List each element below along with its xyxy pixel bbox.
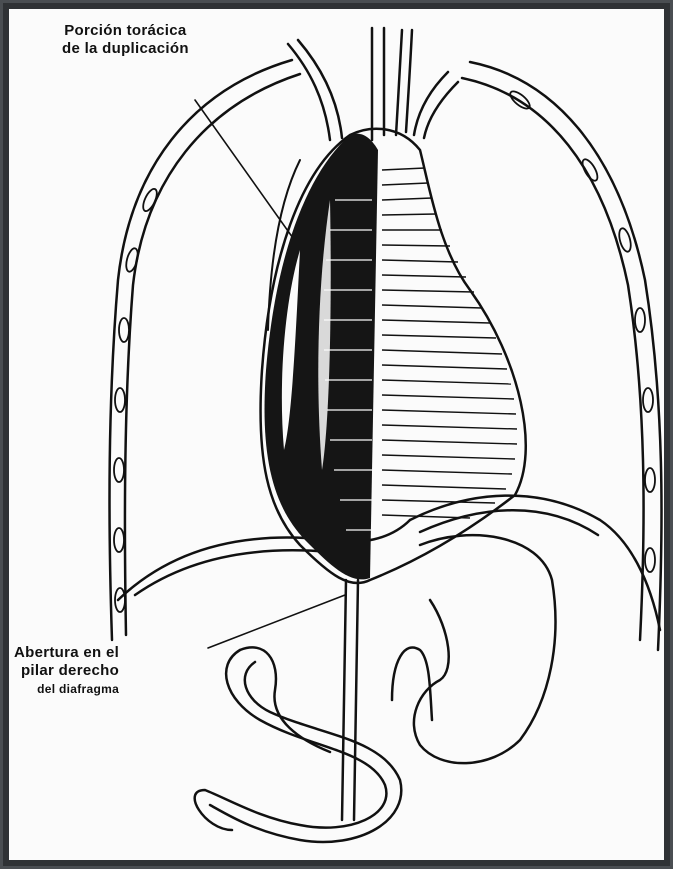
right-chest-wall-inner <box>462 78 644 640</box>
vessel-right-2 <box>406 30 412 132</box>
esophagus-lower-right <box>354 580 358 820</box>
label-opening-line3: del diafragma <box>14 680 119 698</box>
leader-line-top <box>195 100 305 255</box>
vessel-far-right <box>414 72 448 135</box>
diaphragm-right <box>410 496 660 630</box>
abdominal-loop-hook-2 <box>392 647 432 720</box>
diaphragm-right-inner <box>420 510 598 535</box>
right-chest-wall-outer <box>470 62 662 650</box>
esophagus-lower-left <box>342 580 346 820</box>
label-thoracic-line1: Porción torácica <box>62 22 189 40</box>
leader-line-bottom <box>208 595 345 648</box>
vessel-right <box>396 30 402 135</box>
diaphragm-left-inner <box>135 550 330 595</box>
mass-striations <box>382 168 517 518</box>
label-opening-line2: pilar derecho <box>14 662 119 680</box>
stomach-outline <box>414 535 556 763</box>
label-thoracic-portion: Porción torácica de la duplicación <box>62 22 189 58</box>
label-thoracic-line2: de la duplicación <box>62 40 189 58</box>
vessel-far-right-2 <box>424 82 458 138</box>
vessel-left <box>288 44 330 140</box>
label-diaphragm-opening: Abertura en el pilar derecho del diafrag… <box>14 644 119 698</box>
vessel-left-2 <box>298 40 342 138</box>
label-opening-line1: Abertura en el <box>14 644 119 662</box>
abdominal-loop-outer <box>195 650 387 830</box>
